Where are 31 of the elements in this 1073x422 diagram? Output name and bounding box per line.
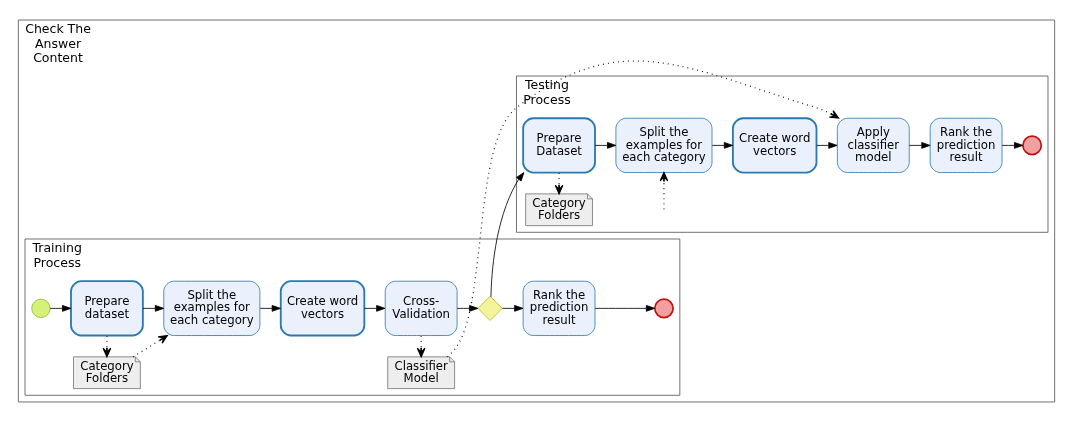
node-circle (31, 298, 51, 318)
arrow (456, 305, 479, 312)
arrow (364, 305, 386, 312)
arrow (554, 172, 564, 195)
node-box: Prepare dataset (70, 280, 144, 337)
arrow (501, 305, 524, 312)
arrow (816, 142, 838, 149)
node-box: Prepare Dataset (522, 117, 596, 174)
arrow (446, 60, 840, 358)
arrow (259, 305, 281, 312)
node-box: Rank the prediction result (522, 280, 596, 336)
arrow (142, 305, 165, 312)
node-diamond (477, 295, 503, 321)
node-box: Rank the prediction result (929, 117, 1003, 173)
node-box: Split the examples for each category (163, 280, 261, 336)
node-box: Cross-Validation (384, 280, 458, 336)
arrow (908, 142, 931, 149)
arrow (132, 335, 168, 358)
arrow (711, 142, 734, 149)
node-box: Split the examples for each category (615, 117, 713, 173)
arrow (49, 305, 72, 312)
node-circle (653, 298, 674, 319)
arrow (102, 335, 112, 358)
arrow (490, 172, 525, 298)
node-circle (1022, 135, 1043, 156)
arrow (1001, 142, 1024, 149)
arrow (594, 142, 617, 149)
node-box: Create word vectors (279, 280, 366, 337)
node-box: Create word vectors (732, 117, 818, 174)
node-box: Apply classifier model (836, 117, 910, 173)
arrow (594, 305, 656, 312)
